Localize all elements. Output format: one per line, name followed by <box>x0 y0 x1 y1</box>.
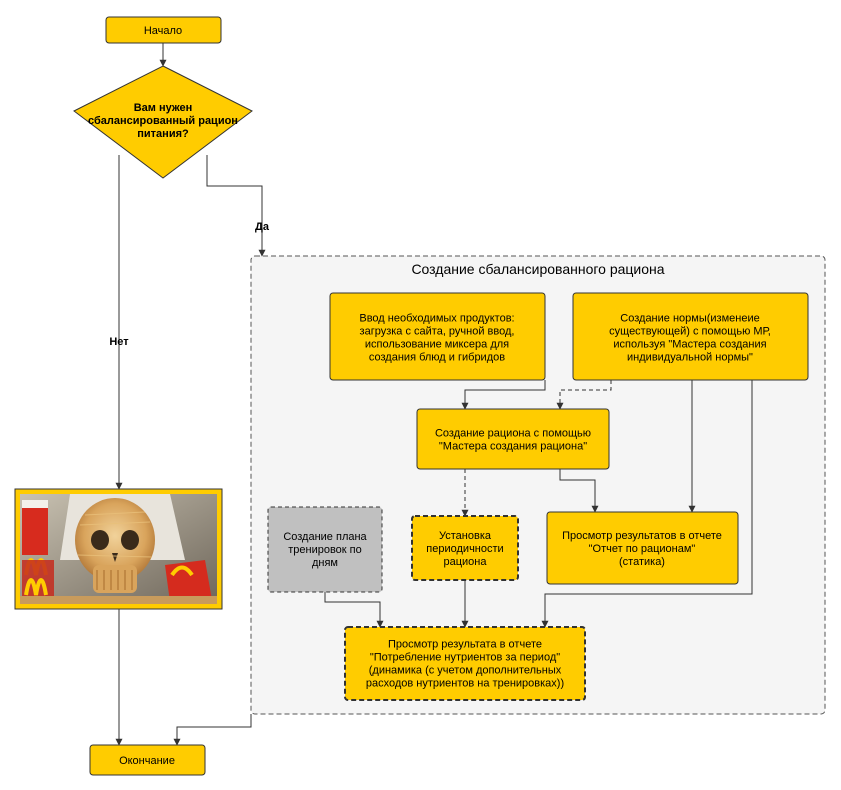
edge-training-dynamic <box>324 592 384 628</box>
periodicity-line: Установка <box>439 530 492 542</box>
yes-label: Да <box>255 221 270 233</box>
create-norm-line: используя "Мастера создания <box>613 339 766 351</box>
create-norm-line: индивидуальной нормы" <box>627 352 753 364</box>
start-node[interactable]: Начало <box>105 16 222 44</box>
no-label: Нет <box>109 336 129 348</box>
dynamic-report-line: (динамика (с учетом дополнительных <box>369 665 562 677</box>
dynamic-report-text: Просмотр результата в отчете"Потребление… <box>366 639 564 690</box>
dynamic-report-node[interactable]: Просмотр результата в отчете"Потребление… <box>344 626 586 701</box>
dynamic-report-line: расходов нутриентов на тренировках)) <box>366 678 564 690</box>
create-ration-text: Создание рациона с помощью"Мастера созда… <box>435 428 591 453</box>
input-products-line: загрузка с сайта, ручной ввод, <box>360 326 515 338</box>
input-products-node[interactable]: Ввод необходимых продуктов:загрузка с са… <box>329 292 546 381</box>
end-line: Окончание <box>119 755 175 767</box>
start-node-text: Начало <box>144 25 182 37</box>
edge-norm-ration <box>556 380 612 410</box>
edge-input-ration <box>461 380 546 410</box>
input-products-text: Ввод необходимых продуктов:загрузка с са… <box>359 313 514 364</box>
edge-ration-static <box>559 469 599 513</box>
decision-line: сбалансированный рацион <box>88 115 238 127</box>
training-plan-line: тренировок по <box>288 544 362 556</box>
connectors <box>115 43 753 746</box>
static-report-line: Просмотр результатов в отчете <box>562 530 722 542</box>
dynamic-report-line: "Потребление нутриентов за период" <box>370 652 560 664</box>
decision-line: питания? <box>137 128 189 140</box>
create-ration-node[interactable]: Создание рациона с помощью"Мастера созда… <box>416 408 610 470</box>
skull-icon <box>75 498 155 582</box>
end-node-text: Окончание <box>119 755 175 767</box>
static-report-line: "Отчет по рационам" <box>589 543 696 555</box>
junk-food-photo <box>14 488 223 610</box>
edge-decision-yes <box>206 155 266 257</box>
decision-line: Вам нужен <box>134 102 193 114</box>
static-report-text: Просмотр результатов в отчете"Отчет по р… <box>562 530 722 568</box>
edge-norm-dynamic <box>541 380 753 628</box>
periodicity-line: рациона <box>444 556 488 568</box>
create-ration-line: Создание рациона с помощью <box>435 428 591 440</box>
input-products-line: создания блюд и гибридов <box>369 352 505 364</box>
training-plan-line: дням <box>312 557 338 569</box>
start-line: Начало <box>144 25 182 37</box>
input-products-line: Ввод необходимых продуктов: <box>359 313 514 325</box>
static-report-node[interactable]: Просмотр результатов в отчете"Отчет по р… <box>546 511 739 585</box>
edge-group-end <box>173 714 252 746</box>
create-norm-line: Создание нормы(изменеие <box>620 313 759 325</box>
training-plan-line: Создание плана <box>283 531 367 543</box>
static-report-line: (статика) <box>619 556 665 568</box>
periodicity-line: периодичности <box>426 543 503 555</box>
create-norm-line: существующей) с помощью МР, <box>609 326 771 338</box>
end-node[interactable]: Окончание <box>89 744 206 776</box>
dynamic-report-line: Просмотр результата в отчете <box>388 639 542 651</box>
group-title: Создание сбалансированного рациона <box>411 261 664 277</box>
create-ration-line: "Мастера создания рациона" <box>439 441 587 453</box>
input-products-line: использование миксера для <box>365 339 509 351</box>
